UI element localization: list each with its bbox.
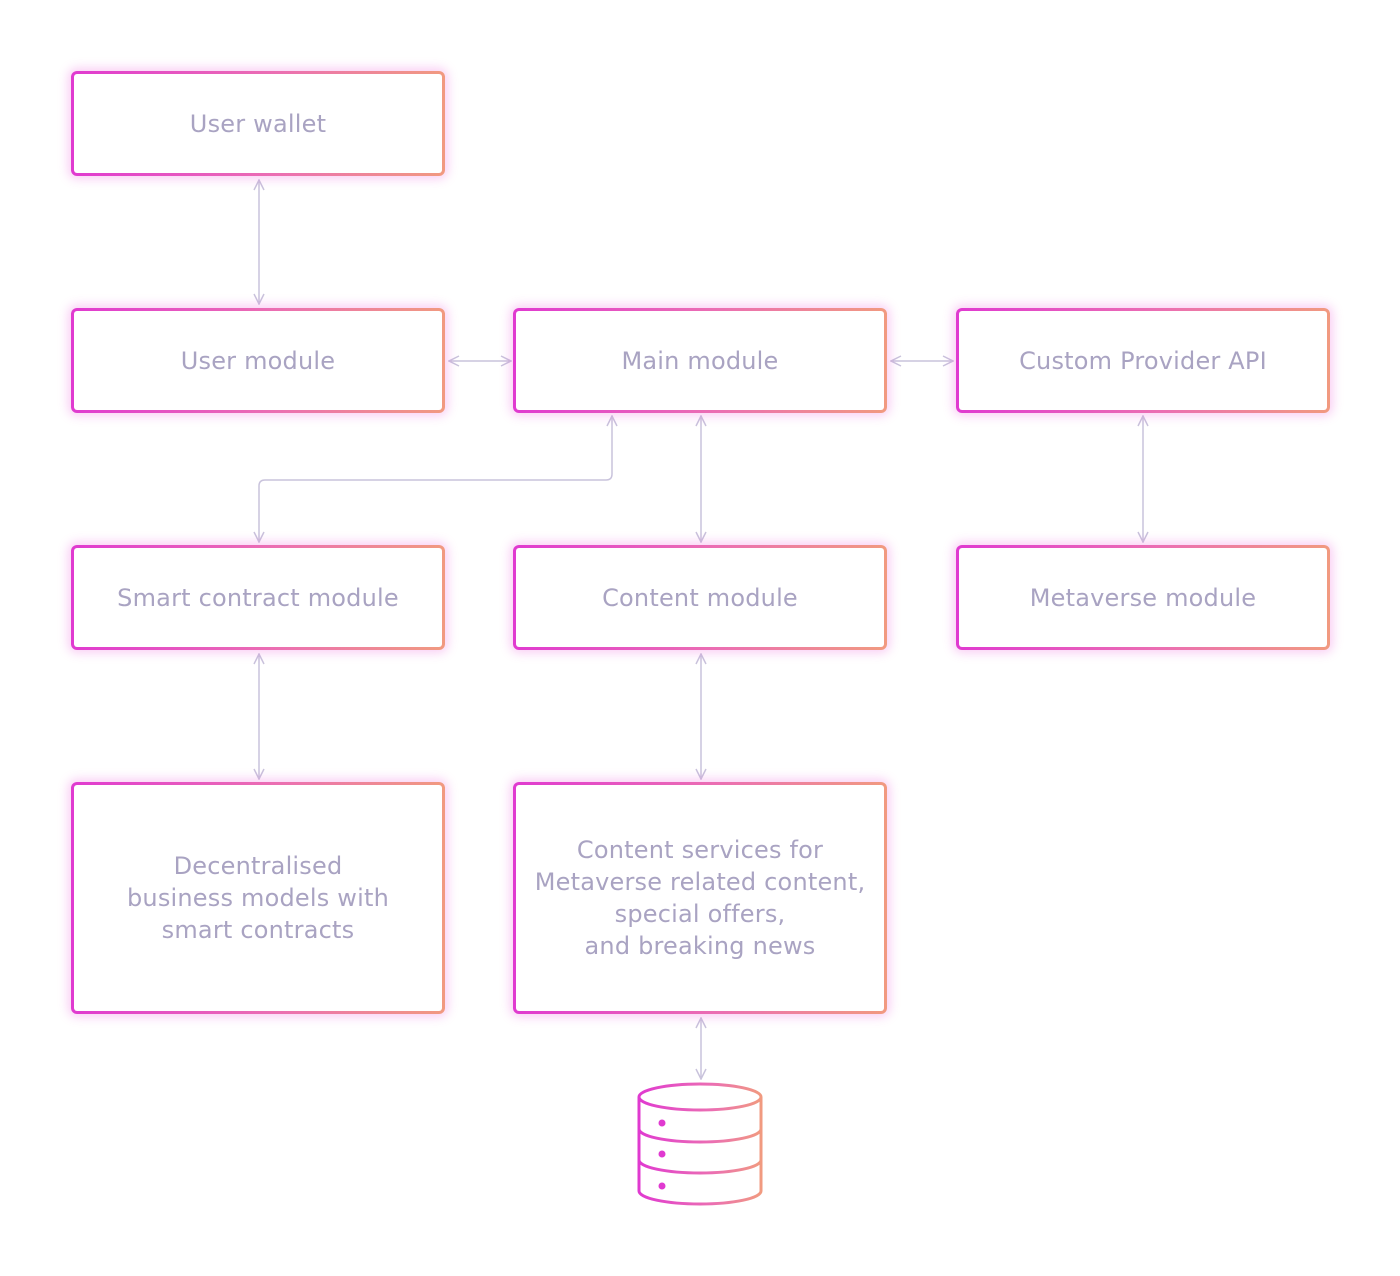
metaverse-module-box: Metaverse module (956, 545, 1330, 650)
decentralised-models-box: Decentralised business models with smart… (71, 782, 445, 1014)
connector-main-smartcontract (259, 416, 612, 542)
custom-provider-api-box: Custom Provider API (956, 308, 1330, 413)
user-module-label: User module (180, 346, 336, 375)
user-wallet-label: User wallet (189, 109, 327, 138)
user-wallet-box: User wallet (71, 71, 445, 176)
decentralised-models-label: Decentralised business models with smart… (126, 852, 389, 944)
metaverse-module-label: Metaverse module (1029, 583, 1257, 612)
main-module-box: Main module (513, 308, 887, 413)
smart-contract-module-box: Smart contract module (71, 545, 445, 650)
content-services-box: Content services for Metaverse related c… (513, 782, 887, 1014)
main-module-label: Main module (621, 346, 779, 375)
content-services-label: Content services for Metaverse related c… (534, 836, 866, 960)
database-icon (637, 1082, 763, 1206)
custom-provider-api-label: Custom Provider API (1019, 346, 1267, 375)
user-module-box: User module (71, 308, 445, 413)
content-module-box: Content module (513, 545, 887, 650)
smart-contract-module-label: Smart contract module (117, 583, 399, 612)
content-module-label: Content module (602, 583, 798, 612)
